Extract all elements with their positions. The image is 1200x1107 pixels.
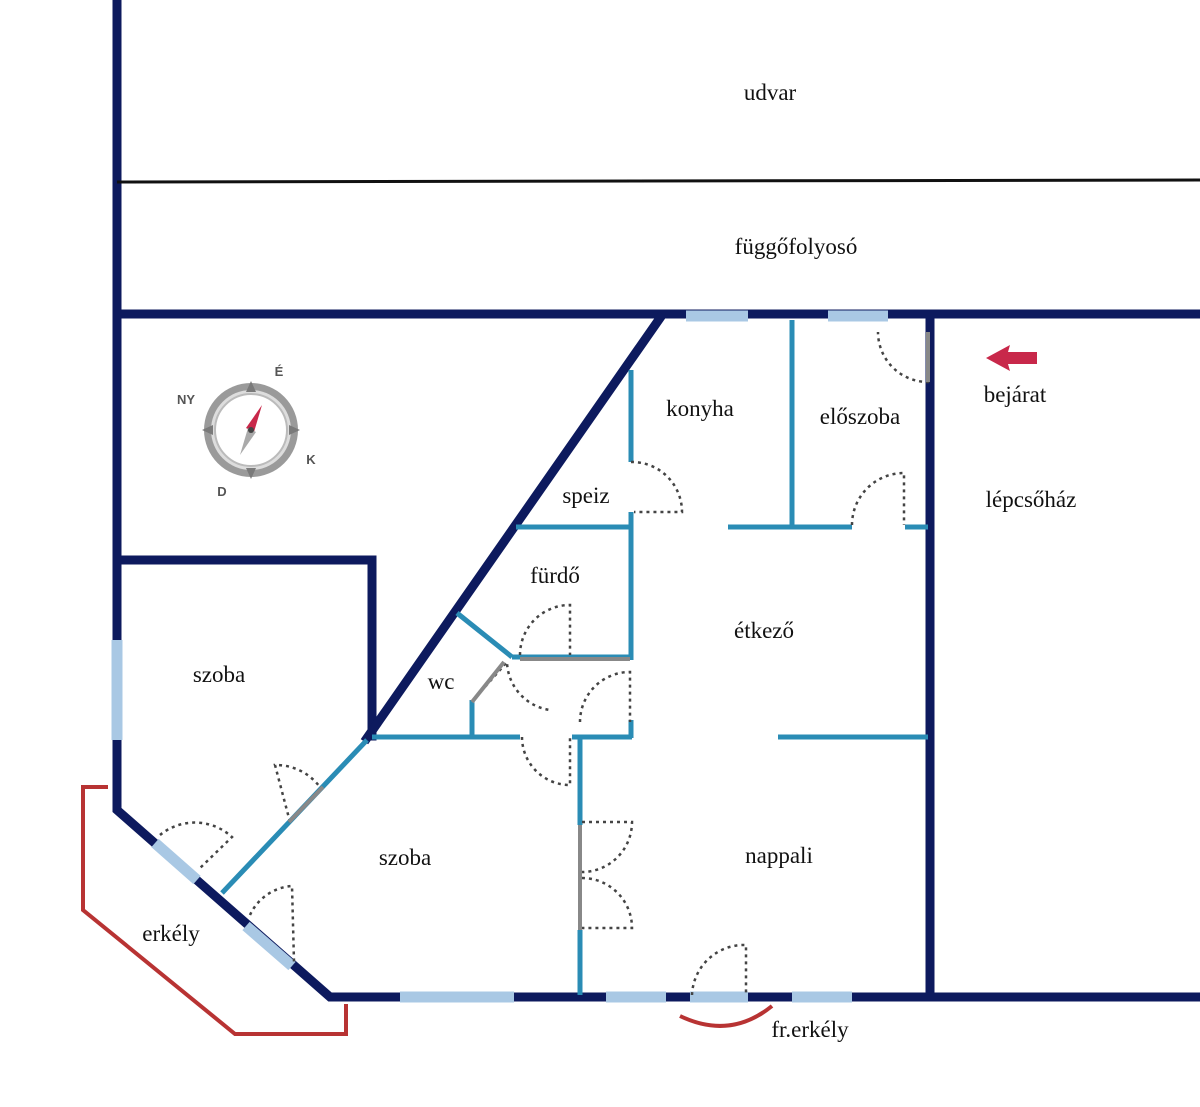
- room-label-furdo: fürdő: [530, 563, 580, 588]
- room-label-frerkely: fr.erkély: [771, 1017, 849, 1042]
- compass-east-label: K: [306, 452, 316, 467]
- room-label-udvar: udvar: [744, 80, 797, 105]
- balconies: [81, 785, 774, 1036]
- room-labels: udvar függőfolyosó bejárat konyha előszo…: [142, 80, 1076, 1042]
- room-label-bejarat: bejárat: [984, 382, 1047, 407]
- entrance-arrow-icon: [986, 345, 1037, 371]
- compass-icon: É K D NY: [177, 364, 316, 499]
- room-label-wc: wc: [428, 669, 455, 694]
- doors: [159, 331, 930, 996]
- room-label-fuggofolyoso: függőfolyosó: [735, 234, 858, 259]
- erkely-railing: [81, 785, 348, 1036]
- french-balcony-railing: [679, 1004, 774, 1028]
- room-label-eloszoba: előszoba: [820, 404, 900, 429]
- compass-west-label: NY: [177, 392, 195, 407]
- exterior-structure: [112, 0, 1200, 319]
- room-label-nappali: nappali: [745, 843, 813, 868]
- compass-north-label: É: [275, 364, 284, 379]
- room-label-etkezo: étkező: [734, 618, 794, 643]
- room-label-szoba-2: szoba: [379, 845, 431, 870]
- room-label-szoba-1: szoba: [193, 662, 245, 687]
- room-label-speiz: speiz: [562, 483, 609, 508]
- windows: [111, 310, 888, 1003]
- room-label-erkely: erkély: [142, 921, 200, 946]
- room-label-konyha: konyha: [666, 396, 734, 421]
- compass-south-label: D: [217, 484, 226, 499]
- room-label-lepcsohaz: lépcsőház: [986, 487, 1077, 512]
